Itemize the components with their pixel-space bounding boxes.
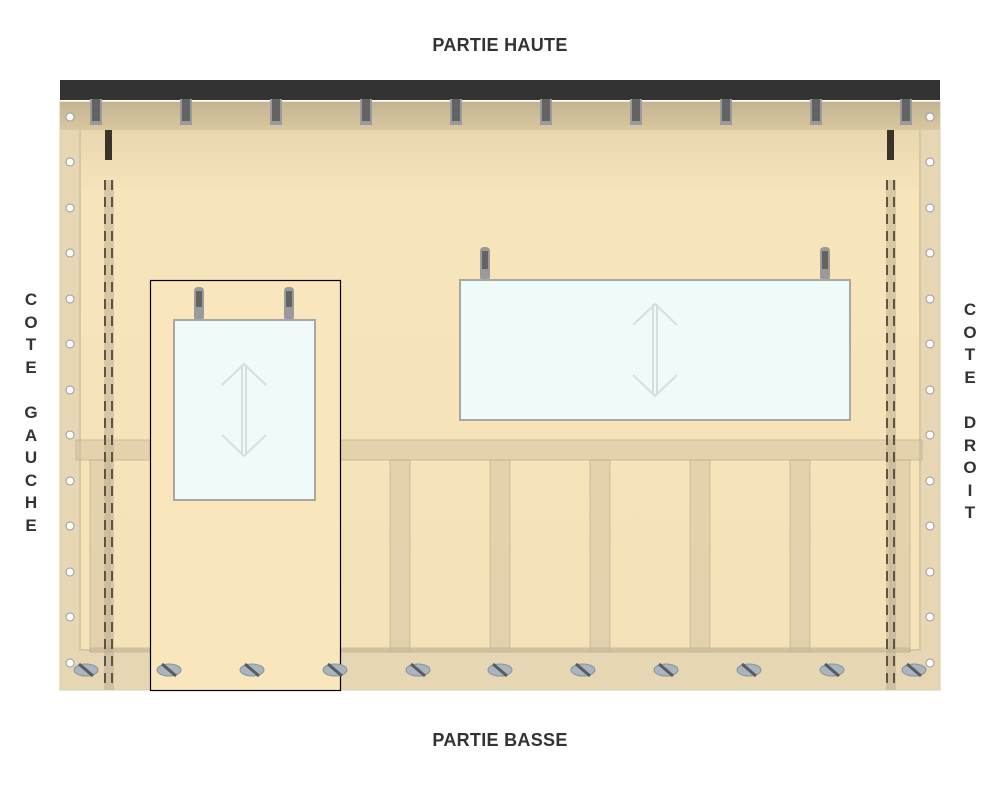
peg-icon [322,662,348,678]
right-eyelets [925,112,935,668]
label-right: C O T E D R O I T [963,300,977,523]
eyelet-icon [65,476,75,486]
peg-icon [405,662,431,678]
eyelet-icon [65,157,75,167]
eyelet-icon [925,157,935,167]
clip-icon [180,99,192,125]
peg-icon [73,662,99,678]
top-clips [90,99,912,125]
eyelet-icon [65,567,75,577]
peg-icon [653,662,679,678]
eyelet-icon [925,203,935,213]
eyelet-icon [925,430,935,440]
eyelet-icon [65,430,75,440]
eyelet-icon [925,521,935,531]
eyelet-icon [925,385,935,395]
eyelet-icon [65,658,75,668]
left-zipper [104,130,114,690]
up-down-arrow-icon [632,302,678,398]
eyelet-icon [925,476,935,486]
eyelet-icon [925,612,935,622]
clip-icon [630,99,642,125]
window-hook-icon [820,247,830,281]
bottom-pegs [73,662,927,678]
eyelet-icon [65,248,75,258]
peg-icon [570,662,596,678]
clip-icon [720,99,732,125]
peg-icon [736,662,762,678]
window-hook-icon [194,287,204,321]
clip-icon [540,99,552,125]
window-hook-icon [284,287,294,321]
eyelet-icon [925,294,935,304]
eyelet-icon [65,203,75,213]
eyelet-icon [925,112,935,122]
eyelet-icon [65,294,75,304]
clip-icon [90,99,102,125]
up-down-arrow-icon [221,362,267,458]
right-zipper [886,130,896,690]
label-left: C O T E G A U C H E [24,290,38,535]
eyelet-icon [65,385,75,395]
clip-icon [360,99,372,125]
peg-icon [156,662,182,678]
top-rail [60,80,940,100]
strap-icon [887,130,894,160]
window-hook-icon [480,247,490,281]
clip-icon [900,99,912,125]
large-window[interactable] [459,247,851,421]
eyelet-icon [65,521,75,531]
peg-icon [487,662,513,678]
peg-icon [901,662,927,678]
eyelet-icon [65,112,75,122]
peg-icon [239,662,265,678]
door-window[interactable] [173,287,316,501]
eyelet-icon [925,248,935,258]
strap-icon [105,130,112,160]
clip-icon [450,99,462,125]
clip-icon [270,99,282,125]
eyelet-icon [925,567,935,577]
eyelet-icon [65,612,75,622]
peg-icon [819,662,845,678]
eyelet-icon [925,658,935,668]
label-bottom: PARTIE BASSE [432,730,568,750]
label-top: PARTIE HAUTE [432,35,568,55]
clip-icon [810,99,822,125]
left-eyelets [65,112,75,668]
eyelet-icon [65,339,75,349]
eyelet-icon [925,339,935,349]
